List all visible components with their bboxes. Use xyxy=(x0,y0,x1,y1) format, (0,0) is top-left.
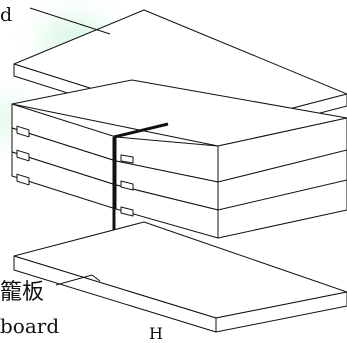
bottom-board-side-face xyxy=(215,291,347,333)
module-stack xyxy=(11,79,347,239)
top-board-label: d xyxy=(0,4,13,26)
bottom-board-label-english: board xyxy=(0,314,60,338)
leader-line-top xyxy=(29,7,111,35)
handle-icon xyxy=(120,154,134,164)
handle-icon xyxy=(16,173,30,186)
bottom-board-label-chinese: 籠板 xyxy=(0,280,45,305)
bottom-board xyxy=(13,221,347,333)
handle-icon xyxy=(16,125,30,138)
leader-line-bottom xyxy=(55,274,101,286)
joint-band xyxy=(112,122,169,234)
stack-top-face xyxy=(11,79,347,147)
handle-icon xyxy=(120,206,134,217)
stack-side-face xyxy=(217,117,347,239)
handle-icon xyxy=(120,180,134,191)
marker-label: H xyxy=(149,324,163,343)
handle-icon xyxy=(16,149,30,162)
